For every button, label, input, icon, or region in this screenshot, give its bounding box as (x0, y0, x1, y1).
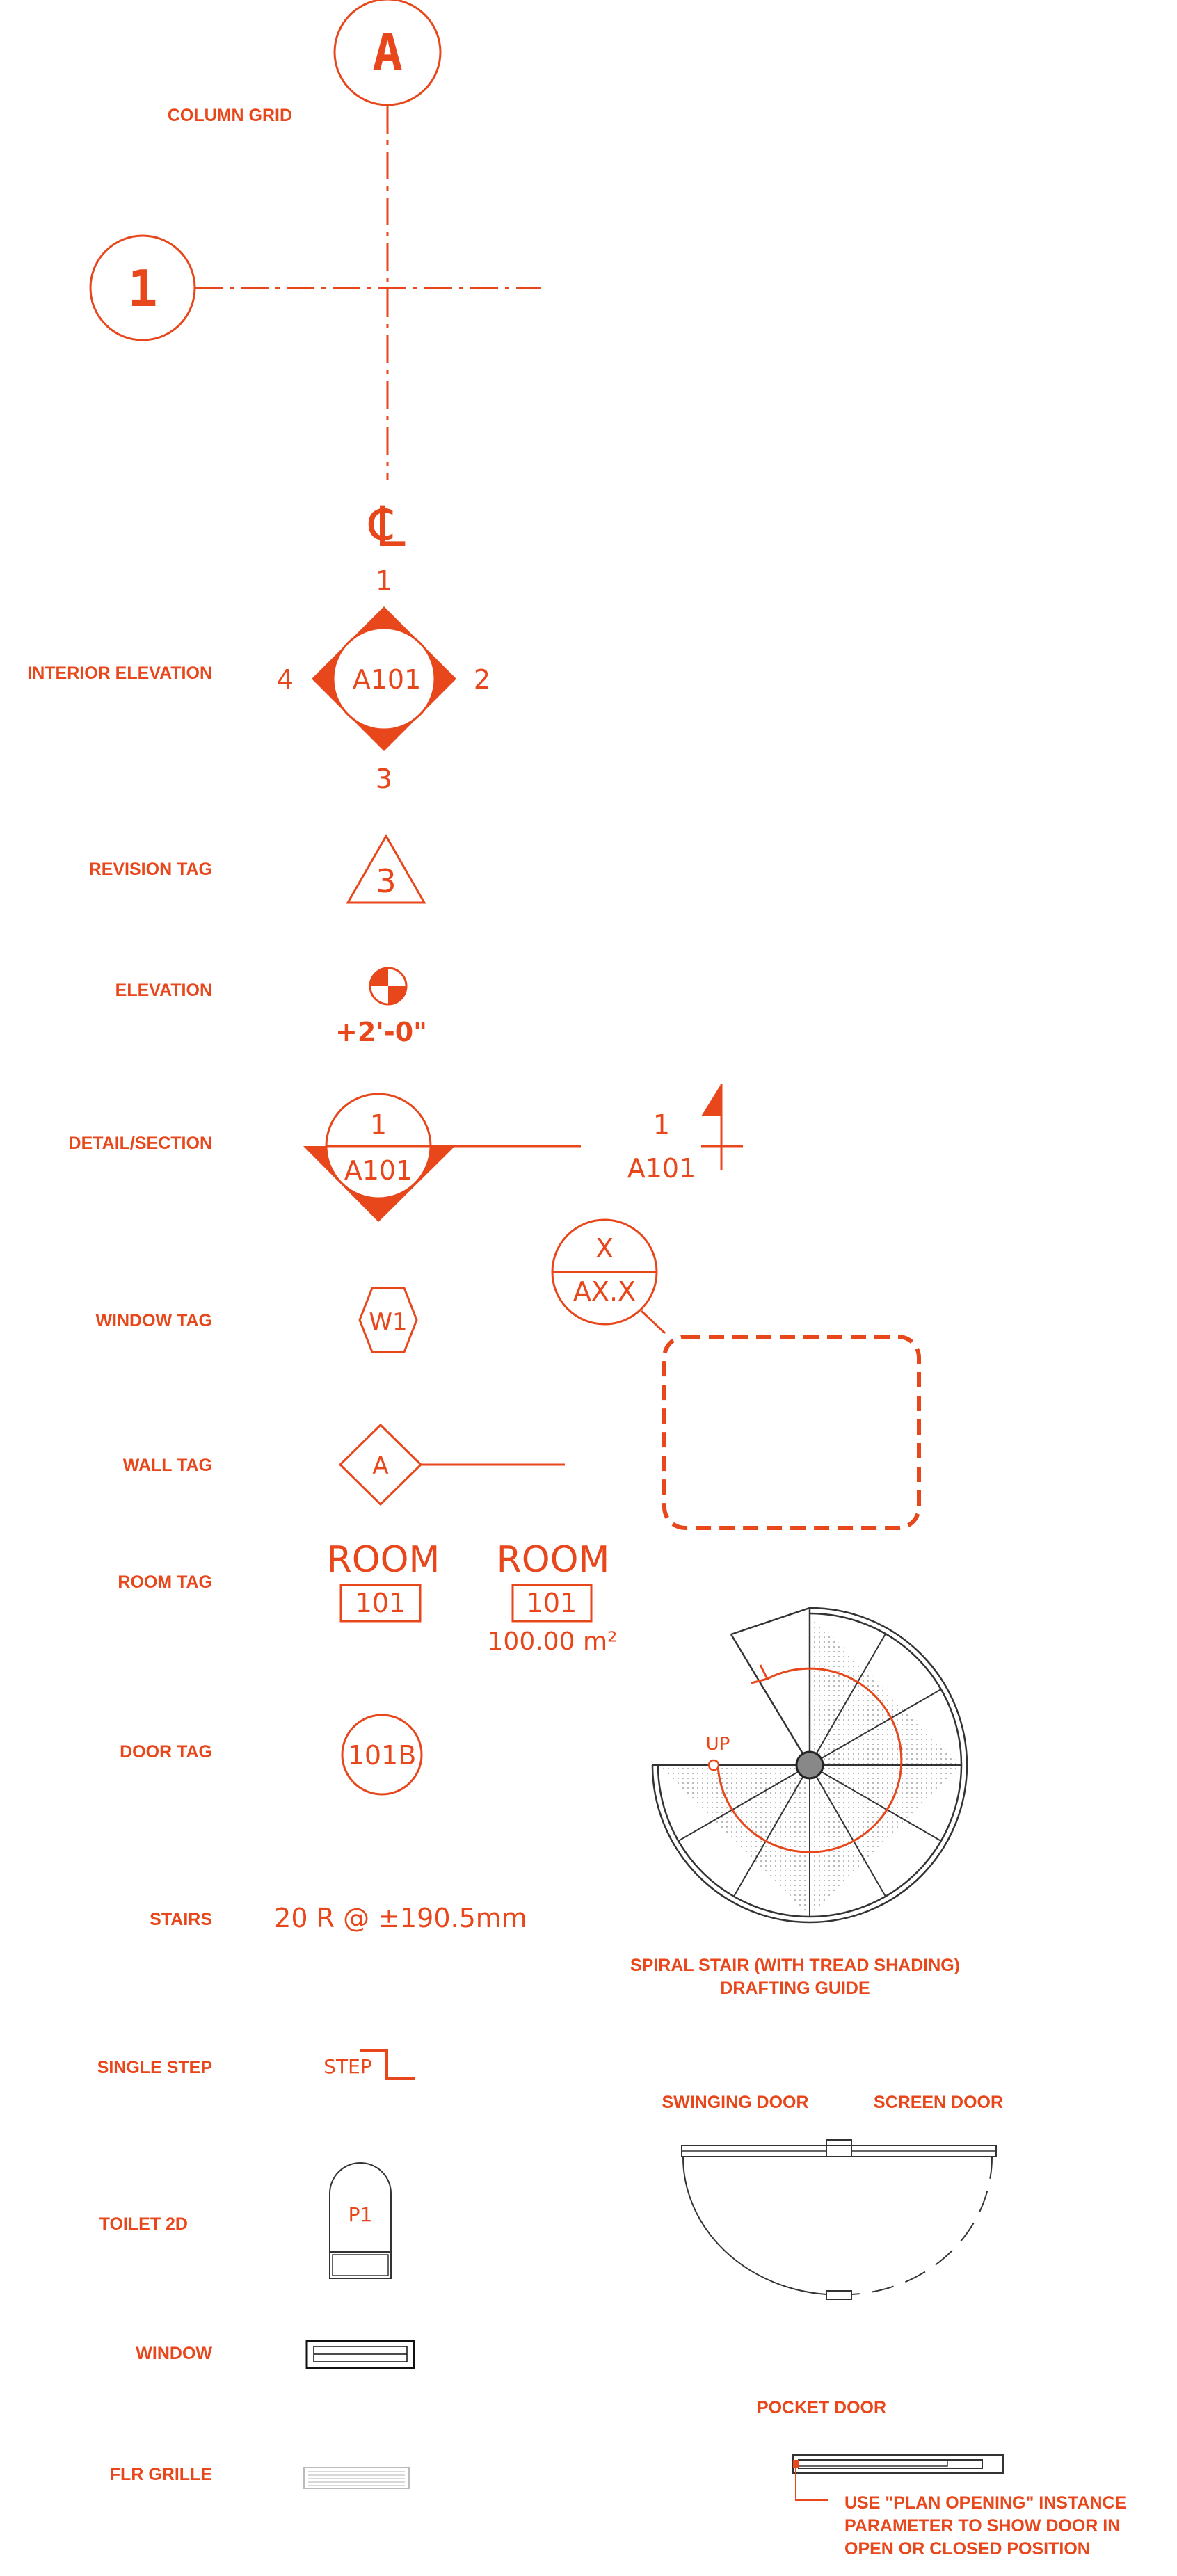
room-tag-1-number: 101 (355, 1588, 406, 1618)
note-line3: OPEN OR CLOSED POSITION (844, 2539, 1090, 2559)
room-tag-1-name: ROOM (327, 1539, 440, 1581)
window-tag-hexagon (358, 1287, 418, 1353)
label-door-tag: DOOR TAG (120, 1742, 212, 1762)
label-column-grid: COLUMN GRID (168, 106, 292, 125)
doors-symbol: SWINGING DOOR SCREEN DOOR (662, 2093, 1003, 2300)
column-grid-symbol: A 1 ℄ (89, 0, 541, 559)
spiral-caption-line2: DRAFTING GUIDE (720, 1979, 870, 1998)
elevation-circle (332, 627, 436, 731)
door-tag-text: 101B (348, 1740, 417, 1771)
spiral-stair-symbol: UP SPIRAL STAIR (WITH TREAD SHADING) DRA… (630, 1607, 968, 1998)
grid-bubble-left (89, 234, 196, 341)
room-tag-2-number: 101 (527, 1588, 577, 1618)
callout-bottom-text: AX.X (573, 1276, 636, 1307)
window-frame (305, 2340, 415, 2369)
grid-bubble-top (333, 0, 442, 106)
note-line1: USE "PLAN OPENING" INSTANCE (844, 2493, 1126, 2513)
label-room-tag: ROOM TAG (118, 1572, 212, 1592)
label-window: WINDOW (136, 2344, 212, 2363)
flag-detail-number: 1 (653, 1109, 670, 1140)
spiral-outer-ring (651, 1607, 968, 1924)
revision-number: 3 (376, 862, 396, 900)
label-wall-tag: WALL TAG (123, 1456, 212, 1475)
stair-tread-line (809, 1633, 886, 1766)
label-interior-elevation: INTERIOR ELEVATION (27, 663, 212, 683)
spiral-walkline (716, 1667, 903, 1853)
spiral-up-label: UP (706, 1734, 730, 1755)
pocket-door-wall (792, 2454, 1004, 2474)
stair-tread-line (809, 1764, 886, 1897)
swinging-door-label: SWINGING DOOR (662, 2093, 808, 2112)
label-window-tag: WINDOW TAG (95, 1311, 212, 1330)
flag-sheet-number: A101 (627, 1153, 696, 1184)
section-symbol: 1 A101 1 A101 (303, 1084, 743, 1222)
centerline-symbol: ℄ (368, 494, 406, 559)
step-line (360, 2049, 415, 2080)
single-step-symbol: STEP (323, 2049, 415, 2080)
toilet-bowl-icon (329, 2162, 392, 2253)
level-value: +2'-0" (335, 1017, 427, 1047)
stair-tread-line (678, 1764, 810, 1842)
label-elevation: ELEVATION (115, 981, 212, 1000)
label-flr-grille: FLR GRILLE (110, 2465, 212, 2484)
revision-tag-symbol: 3 (346, 833, 426, 904)
swinging-door-arc (682, 2156, 827, 2295)
section-detail-number: 1 (370, 1109, 387, 1140)
toilet-symbol: P1 (329, 2162, 392, 2279)
level-symbol: +2'-0" (335, 967, 427, 1047)
screen-door-label: SCREEN DOOR (874, 2093, 1003, 2112)
label-detail-section: DETAIL/SECTION (69, 1134, 212, 1153)
elevation-sheet-number: A101 (353, 664, 422, 695)
spiral-center-post (795, 1750, 824, 1780)
callout-boundary (662, 1335, 921, 1530)
toilet-text: P1 (349, 2203, 373, 2226)
section-flag-icon (701, 1084, 721, 1116)
room-tag-2-name: ROOM (497, 1539, 610, 1581)
note-leader (795, 2465, 828, 2501)
step-text: STEP (323, 2055, 371, 2078)
label-revision-tag: REVISION TAG (89, 860, 212, 879)
callout-symbol: X AX.X (551, 1218, 921, 1530)
elevation-number-4: 4 (277, 664, 294, 695)
interior-elevation-symbol: A101 1 2 3 4 (277, 565, 490, 794)
window-tag-symbol: W1 (358, 1287, 418, 1353)
stairs-riser-text: 20 R @ ±190.5mm (274, 1903, 527, 1933)
label-single-step: SINGLE STEP (97, 2058, 212, 2077)
grid-bubble-left-text: 1 (127, 259, 157, 318)
revision-triangle (346, 833, 426, 904)
callout-top-text: X (595, 1233, 614, 1264)
screen-door-arc (851, 2156, 993, 2295)
pocket-door-symbol: POCKET DOOR USE "PLAN OPENING" INSTANCE … (757, 2398, 1126, 2559)
door-tag-symbol: 101B (341, 1714, 423, 1796)
grid-bubble-top-text: A (372, 23, 402, 81)
stair-tread-line (733, 1764, 810, 1897)
note-line2: PARAMETER TO SHOW DOOR IN (844, 2516, 1120, 2536)
pocket-door-label: POCKET DOOR (757, 2398, 886, 2417)
wall-tag-text: A (372, 1452, 388, 1480)
window-symbol (305, 2340, 415, 2369)
spiral-caption-line1: SPIRAL STAIR (WITH TREAD SHADING) (630, 1956, 960, 1975)
wall-tag-symbol: A (338, 1423, 565, 1506)
room-tag-1: ROOM 101 (327, 1539, 440, 1623)
stair-tread-line (809, 1689, 942, 1766)
grille-frame (303, 2467, 410, 2489)
stair-tread-line (809, 1764, 942, 1842)
room-tag-2: ROOM 101 100.00 m² (488, 1539, 618, 1656)
door-tag-circle (341, 1714, 423, 1796)
elevation-number-1: 1 (376, 565, 392, 596)
label-toilet-2d: TOILET 2D (99, 2214, 188, 2234)
label-stairs: STAIRS (150, 1910, 212, 1929)
section-sheet-number: A101 (344, 1155, 413, 1186)
floor-grille-symbol (303, 2467, 410, 2489)
elevation-number-2: 2 (474, 664, 490, 695)
wall-tag-diamond (338, 1423, 423, 1506)
walkline-arrow-icon (751, 1664, 769, 1684)
window-tag-text: W1 (369, 1308, 407, 1336)
elevation-number-3: 3 (376, 764, 392, 794)
left-labels: COLUMN GRID INTERIOR ELEVATION REVISION … (27, 106, 292, 2484)
room-tag-2-area: 100.00 m² (488, 1627, 618, 1656)
spiral-treads (658, 1613, 961, 1917)
